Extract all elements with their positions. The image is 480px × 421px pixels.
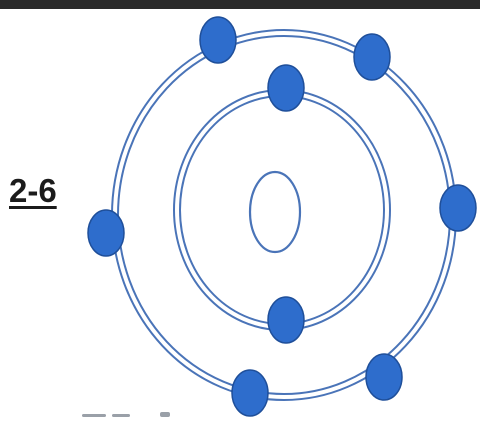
nucleus — [250, 172, 300, 252]
electron — [366, 354, 402, 400]
inner-shell — [174, 90, 390, 330]
cropped-text-remnant — [82, 412, 170, 417]
electron — [440, 185, 476, 231]
electron — [268, 65, 304, 111]
electron — [232, 370, 268, 416]
electron — [268, 297, 304, 343]
electron — [200, 17, 236, 63]
electron — [88, 210, 124, 256]
electron — [354, 34, 390, 80]
